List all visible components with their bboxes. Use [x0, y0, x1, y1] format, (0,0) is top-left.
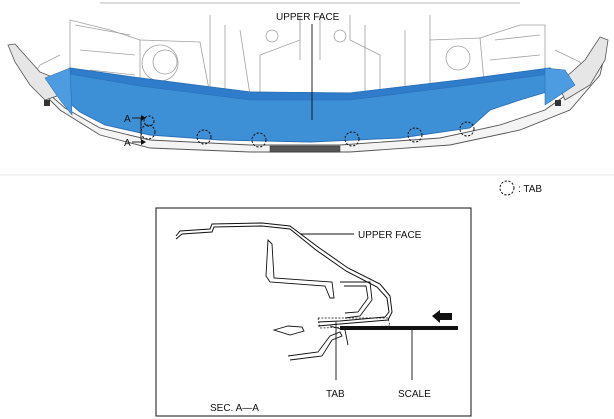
scale-bar	[340, 326, 458, 330]
top-view: A A UPPER FACE : TAB	[0, 2, 614, 196]
section-marker-a: A A	[124, 114, 146, 149]
vehicle-frame-lineart	[29, 2, 591, 111]
tab-marker	[143, 115, 155, 127]
inner-bracket	[265, 238, 373, 319]
tab-marker	[459, 121, 475, 137]
section-marker-bottom: A	[124, 138, 131, 149]
tab-legend: : TAB	[499, 180, 542, 196]
tab-marker	[407, 127, 423, 143]
arrow-left-icon	[432, 310, 452, 323]
tab-marker	[196, 129, 212, 145]
tab-label: TAB	[326, 389, 345, 400]
section-marker-top: A	[124, 114, 131, 125]
section-view: UPPER FACE TAB SCALE SEC. A—A	[155, 207, 472, 417]
tab-legend-text: : TAB	[518, 184, 542, 195]
section-frame	[155, 207, 472, 417]
upper-face-label-top: UPPER FACE	[276, 12, 340, 23]
tab-legend-icon	[499, 180, 515, 196]
upper-face-profile	[175, 222, 393, 327]
tab-markers	[140, 115, 475, 148]
tab-marker	[140, 124, 156, 140]
scale-label: SCALE	[398, 389, 431, 400]
front-bumper	[7, 36, 609, 153]
tab-marker	[344, 131, 360, 147]
section-label: SEC. A—A	[210, 403, 259, 414]
upper-face-label: UPPER FACE	[358, 230, 422, 241]
tab-marker	[251, 132, 267, 148]
